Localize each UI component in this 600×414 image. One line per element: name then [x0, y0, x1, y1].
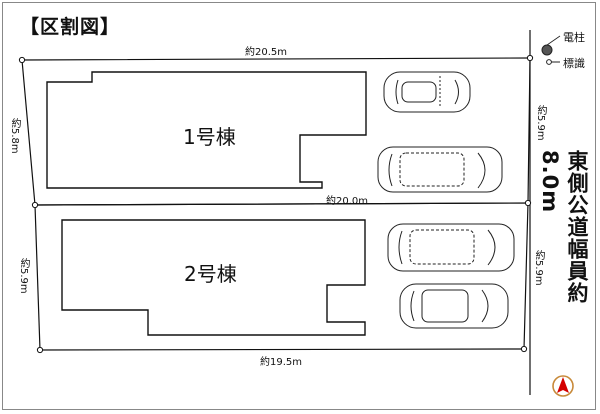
left-lot2-dimension-label: 約5.9m [18, 258, 29, 294]
bottom-dimension-label: 約19.5m [260, 357, 303, 368]
utility-pole-label: 電柱 [563, 31, 585, 44]
boundary-marker [524, 199, 532, 207]
building-1-footprint [46, 71, 367, 189]
boundary-marker [520, 345, 528, 353]
right-lot1-dimension-label: 約5.9m [535, 105, 546, 141]
pole-leader-line [546, 35, 561, 46]
road-sign-label: 標識 [563, 57, 585, 70]
road-sign-icon [546, 59, 552, 65]
boundary-marker [526, 54, 534, 62]
building-2-label: 2号棟 [184, 262, 237, 286]
utility-pole-icon [541, 44, 553, 56]
road-width-label: 東側公道幅員約8.0m [538, 150, 589, 304]
building-2-footprint [61, 219, 366, 336]
right-lot2-dimension-label: 約5.9m [533, 250, 544, 286]
diagram-title: 【区割図】 [20, 16, 121, 38]
car-1 [383, 71, 471, 113]
boundary-marker [18, 56, 26, 64]
boundary-marker [36, 346, 44, 354]
car-2 [377, 146, 503, 193]
north-arrow-icon [552, 375, 574, 397]
car-4 [399, 283, 509, 329]
building-1-label: 1号棟 [183, 125, 236, 149]
left-lot1-dimension-label: 約5.8m [9, 118, 20, 154]
car-3 [387, 223, 515, 272]
drawing-frame [2, 2, 596, 410]
middle-dimension-label: 約20.0m [326, 196, 369, 207]
boundary-marker [31, 201, 39, 209]
top-dimension-label: 約20.5m [245, 47, 288, 58]
